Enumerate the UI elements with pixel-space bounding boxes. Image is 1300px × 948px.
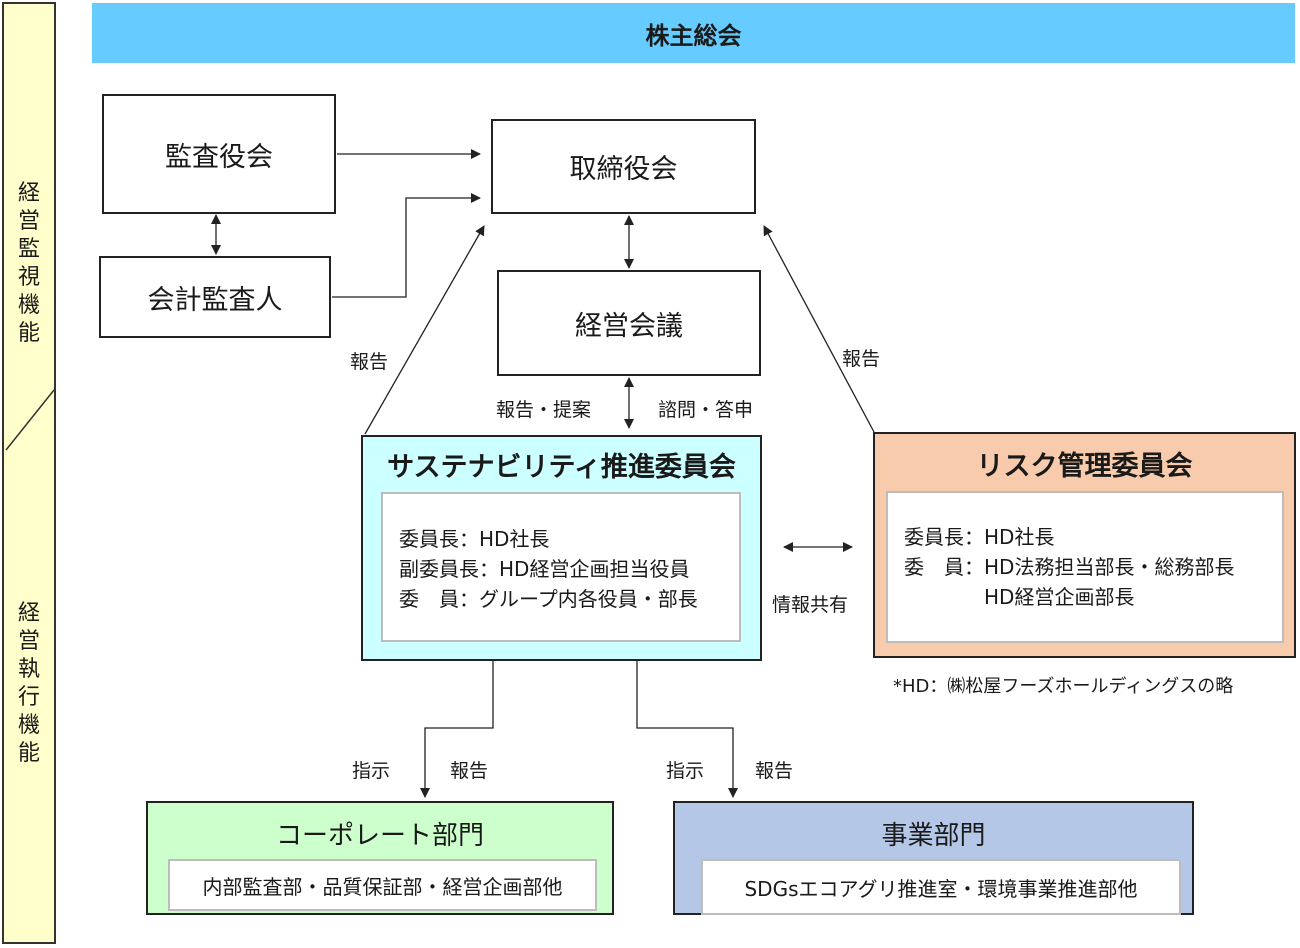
label-report-bottom-left: 報告 — [450, 760, 489, 782]
header-title: 株主総会 — [645, 21, 742, 50]
label-instruct-left: 指示 — [352, 760, 391, 782]
label-report-propose: 報告・提案 — [496, 399, 592, 421]
risk-committee: リスク管理委員会 委員長：HD社長 委 員：HD法務担当部長・総務部長 HD経営… — [873, 432, 1296, 658]
arrow-sustainability-to-board — [364, 225, 485, 435]
corporate-detail: 内部監査部・品質保証部・経営企画部他 — [202, 874, 563, 899]
accounting-auditor-label: 会計監査人 — [147, 284, 283, 316]
audit-board-label: 監査役会 — [165, 141, 273, 173]
sustainability-title: サステナビリティ推進委員会 — [387, 452, 736, 483]
corporate-detail-box: 内部監査部・品質保証部・経営企画部他 — [168, 859, 597, 911]
arrow-risk-to-board — [763, 225, 875, 433]
sustainability-line-3: 委 員：グループ内各役員・部長 — [399, 587, 698, 611]
arrow-to-corporate — [420, 660, 494, 798]
label-report-left: 報告 — [350, 351, 389, 373]
management-meeting-label: 経営会議 — [575, 310, 683, 342]
corporate-title: コーポレート部門 — [275, 821, 484, 851]
business-title: 事業部門 — [881, 821, 986, 851]
risk-title: リスク管理委員会 — [976, 451, 1193, 482]
board-label: 取締役会 — [569, 154, 678, 185]
footnote: *HD：㈱松屋フーズホールディングスの略 — [893, 676, 1234, 697]
sustainability-committee: サステナビリティ推進委員会 委員長：HD社長 副委員長：HD経営企画担当役員 委… — [361, 435, 762, 661]
business-detail: SDGsエコアグリ推進室・環境事業推進部他 — [744, 876, 1138, 901]
audit-board-box: 監査役会 — [102, 94, 336, 214]
label-info-share: 情報共有 — [772, 594, 849, 616]
risk-line-3: HD経営企画部長 — [904, 585, 1135, 609]
board-box: 取締役会 — [491, 119, 756, 214]
arrow-to-business — [636, 660, 738, 798]
sustainability-line-1: 委員長：HD社長 — [399, 527, 550, 551]
management-meeting-box: 経営会議 — [497, 270, 761, 376]
label-report-bottom-right: 報告 — [755, 760, 794, 782]
arrow-auditor-to-board — [332, 193, 481, 298]
label-report-right: 報告 — [842, 348, 881, 370]
business-division: 事業部門 SDGsエコアグリ推進室・環境事業推進部他 — [673, 801, 1194, 915]
sustainability-line-2: 副委員長：HD経営企画担当役員 — [399, 557, 690, 581]
shareholders-meeting-header: 株主総会 — [92, 3, 1295, 63]
side-bar — [2, 2, 56, 944]
business-detail-box: SDGsエコアグリ推進室・環境事業推進部他 — [701, 859, 1181, 915]
label-consult-answer: 諮問・答申 — [658, 399, 754, 421]
side-label-bottom: 経 営 執 行 機 能 — [17, 601, 40, 766]
risk-line-2: 委 員：HD法務担当部長・総務部長 — [904, 555, 1235, 579]
corporate-division: コーポレート部門 内部監査部・品質保証部・経営企画部他 — [146, 801, 614, 915]
accounting-auditor-box: 会計監査人 — [99, 256, 331, 338]
label-instruct-right: 指示 — [666, 760, 705, 782]
risk-line-1: 委員長：HD社長 — [904, 525, 1055, 549]
side-label-top: 経 営 監 視 機 能 — [17, 181, 40, 346]
risk-members: 委員長：HD社長 委 員：HD法務担当部長・総務部長 HD経営企画部長 — [886, 491, 1284, 643]
sustainability-members: 委員長：HD社長 副委員長：HD経営企画担当役員 委 員：グループ内各役員・部長 — [381, 492, 741, 642]
